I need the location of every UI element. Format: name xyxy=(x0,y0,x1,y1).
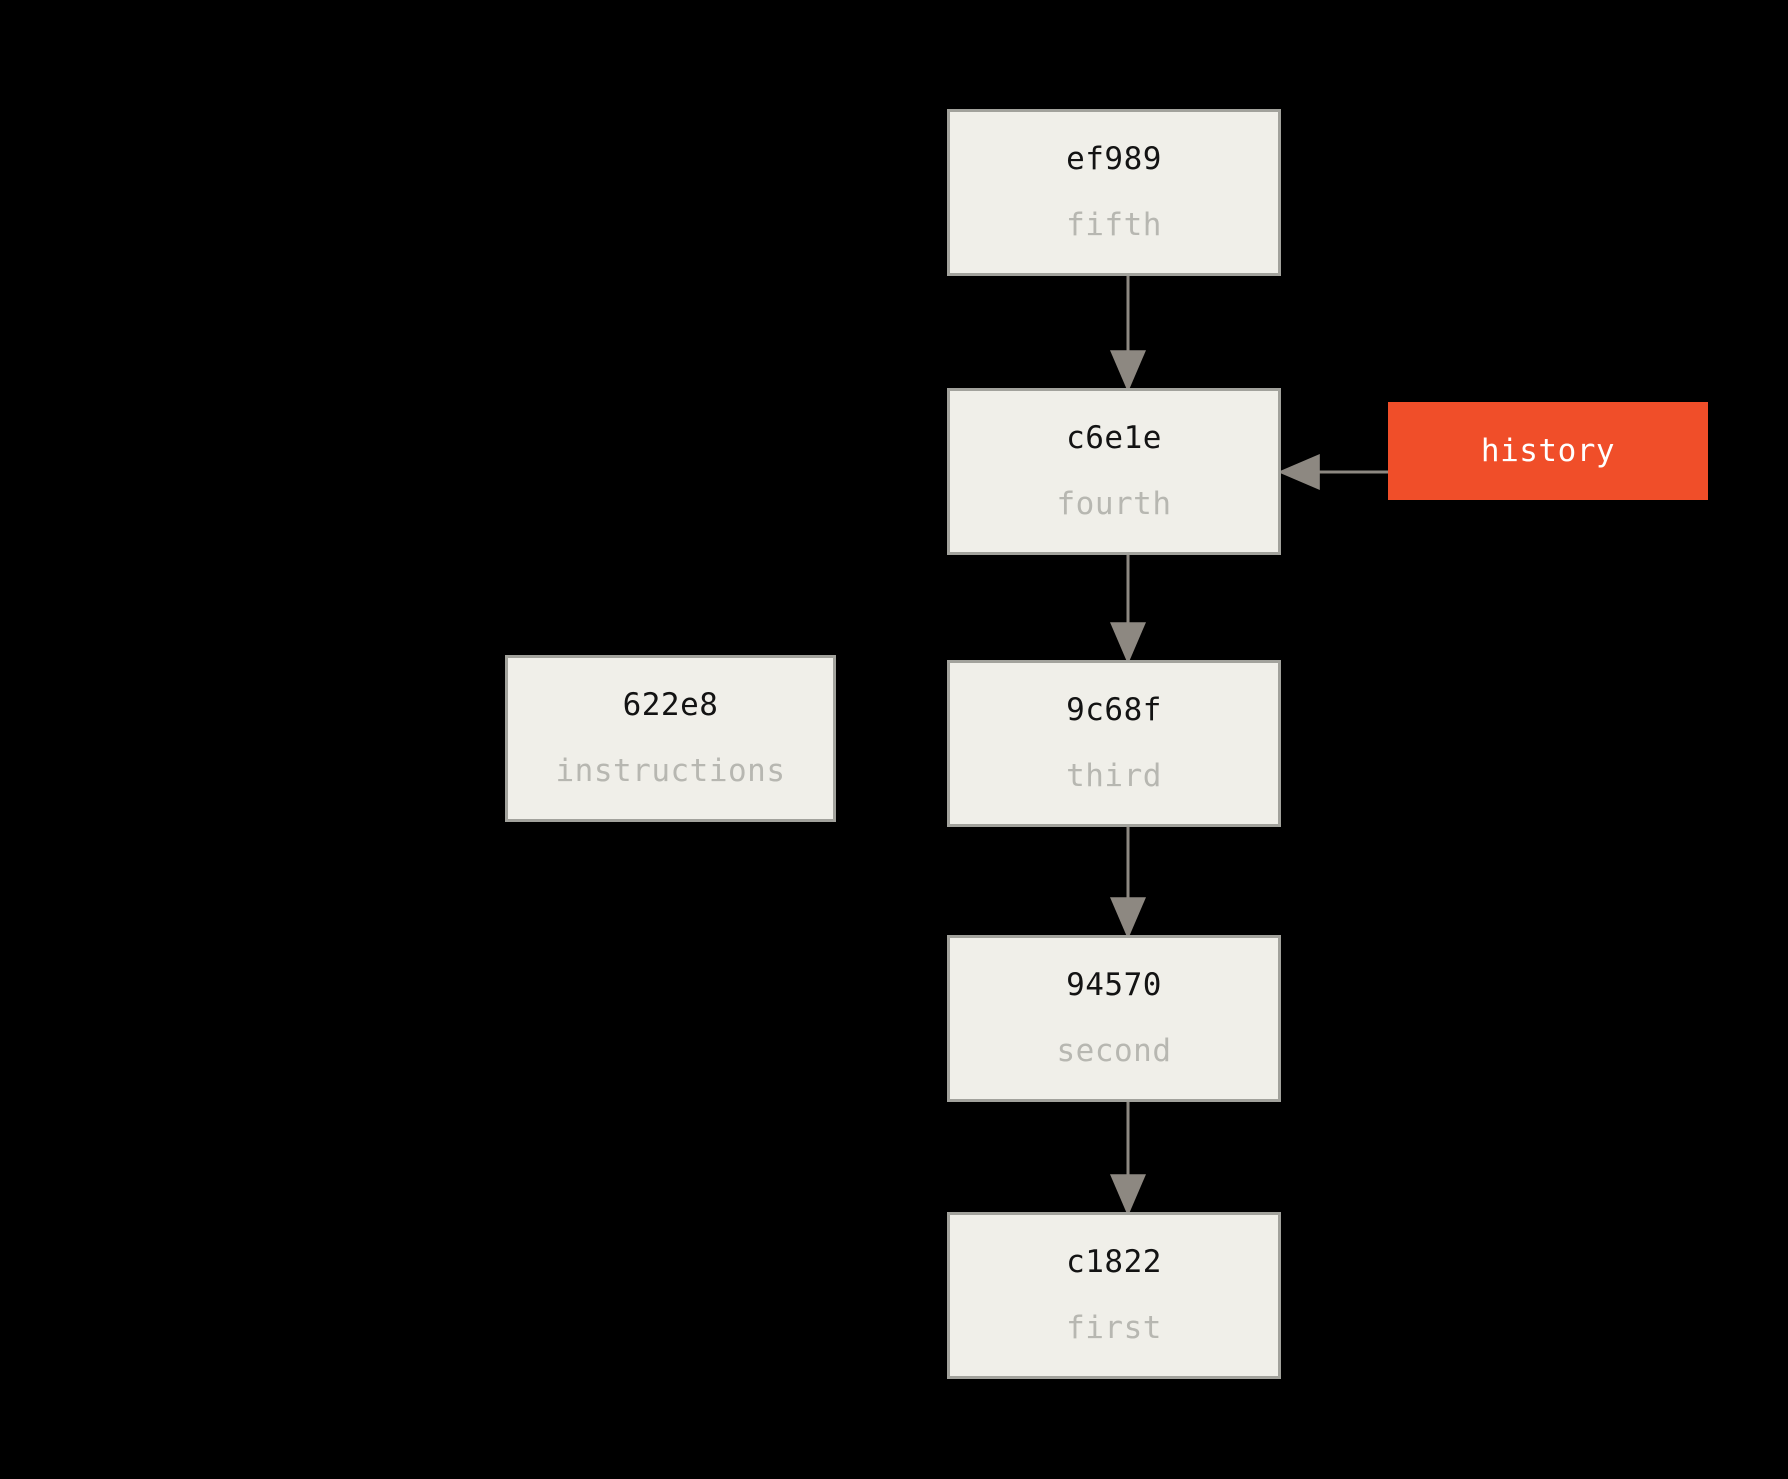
commit-node-c6e1e[interactable]: c6e1e fourth xyxy=(947,388,1281,555)
commit-node-94570[interactable]: 94570 second xyxy=(947,935,1281,1102)
branch-ref-label: history xyxy=(1480,432,1616,469)
commit-node-c1822[interactable]: c1822 first xyxy=(947,1212,1281,1379)
commit-message: third xyxy=(1066,758,1162,794)
commit-message: fourth xyxy=(1056,486,1172,522)
commit-message: fifth xyxy=(1066,207,1162,243)
commit-message: instructions xyxy=(555,753,786,789)
commit-hash: 94570 xyxy=(1066,967,1162,1003)
commit-node-622e8[interactable]: 622e8 instructions xyxy=(505,655,836,822)
commit-hash: 622e8 xyxy=(622,687,719,723)
commit-hash: c1822 xyxy=(1066,1244,1162,1280)
commit-message: second xyxy=(1056,1033,1172,1069)
commit-node-9c68f[interactable]: 9c68f third xyxy=(947,660,1281,827)
commit-message: first xyxy=(1066,1310,1162,1346)
commit-hash: ef989 xyxy=(1066,141,1162,177)
commit-node-ef989[interactable]: ef989 fifth xyxy=(947,109,1281,276)
commit-hash: c6e1e xyxy=(1066,420,1162,456)
branch-ref-history[interactable]: history xyxy=(1388,402,1708,500)
commit-hash: 9c68f xyxy=(1066,692,1162,728)
